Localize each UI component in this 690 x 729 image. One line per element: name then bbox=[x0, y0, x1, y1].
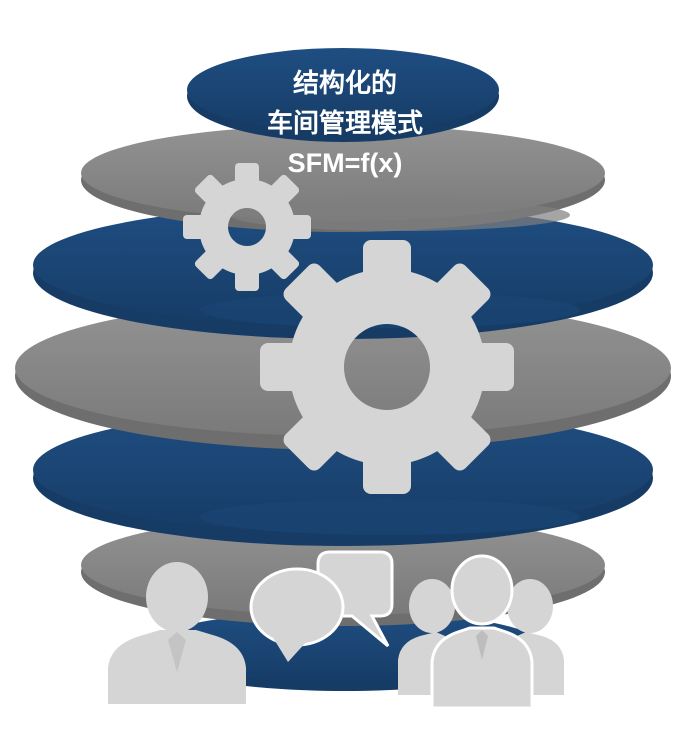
group-of-people-icon bbox=[398, 554, 564, 710]
title-line-1: 结构化的 bbox=[293, 68, 397, 98]
large-gear-icon bbox=[260, 240, 514, 494]
formula-text: SFM=f(x) bbox=[288, 148, 403, 178]
disc-layer-1 bbox=[187, 48, 499, 142]
title-line-2: 车间管理模式 bbox=[267, 108, 423, 138]
disc-layer-3 bbox=[33, 205, 653, 339]
small-gear-icon bbox=[183, 163, 311, 291]
speech-bubbles-icon bbox=[249, 550, 394, 662]
person-icon bbox=[108, 562, 246, 704]
